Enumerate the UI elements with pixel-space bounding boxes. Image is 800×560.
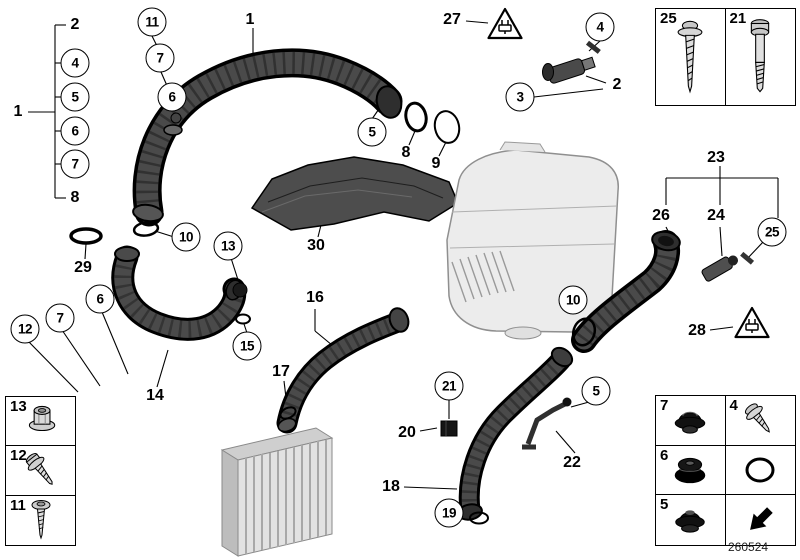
- callout-15-circled[interactable]: 15: [232, 331, 262, 361]
- fastener-legend-bottom-left: 13 12 11: [5, 396, 76, 546]
- callout-29[interactable]: 29: [74, 259, 92, 276]
- callout-6-circled[interactable]: 6: [157, 82, 187, 112]
- torx-screw-icon: [677, 20, 703, 94]
- flange-bolt-icon: [25, 453, 53, 486]
- callout-6-circled[interactable]: 6: [85, 284, 115, 314]
- callout-21-circled[interactable]: 21: [434, 371, 464, 401]
- legend-label: 6: [660, 446, 669, 464]
- callout-14[interactable]: 14: [146, 387, 164, 404]
- direction-arrow-icon: [750, 507, 773, 531]
- legend-label: 4: [729, 397, 738, 414]
- warning-triangle-28-icon: [734, 306, 770, 339]
- shoulder-bolt-icon: [751, 19, 770, 93]
- callout-13-circled[interactable]: 13: [213, 231, 243, 261]
- legend-cell-direction[interactable]: [726, 495, 796, 545]
- intake-hose-right-drawing: [571, 230, 755, 353]
- warning-triangle-27-icon: [487, 7, 523, 40]
- callout-5-circled[interactable]: 5: [357, 117, 387, 147]
- legend-cell-11[interactable]: 11: [6, 496, 75, 545]
- charge-hose-lower-drawing: [440, 346, 574, 525]
- callout-24[interactable]: 24: [707, 207, 725, 224]
- callout-23[interactable]: 23: [707, 149, 725, 166]
- callout-17[interactable]: 17: [272, 363, 290, 380]
- callout-3-circled[interactable]: 3: [505, 82, 535, 112]
- fastener-legend-top-right: 25 21: [655, 8, 796, 106]
- small-screw-icon: [745, 403, 771, 434]
- callout-5-circled[interactable]: 5: [581, 376, 611, 406]
- callout-1[interactable]: 1: [245, 11, 255, 28]
- callout-28[interactable]: 28: [688, 322, 706, 339]
- callout-2[interactable]: 2: [70, 16, 80, 33]
- o-ring-icon: [745, 457, 775, 483]
- callout-16[interactable]: 16: [306, 289, 324, 306]
- callout-19-circled[interactable]: 19: [434, 498, 464, 528]
- callout-26[interactable]: 26: [652, 207, 670, 224]
- callout-8[interactable]: 8: [401, 144, 411, 161]
- callout-5-circled[interactable]: 5: [60, 82, 90, 112]
- legend-cell-6[interactable]: 6: [656, 445, 726, 496]
- legend-cell-13[interactable]: 13: [6, 397, 75, 447]
- legend-label: 12: [10, 447, 27, 465]
- intercooler-drawing: [220, 427, 334, 557]
- flange-nut-icon: [28, 406, 55, 432]
- callout-12-circled[interactable]: 12: [10, 314, 40, 344]
- pan-screw-icon: [31, 500, 50, 540]
- legend-label: 21: [729, 10, 747, 27]
- callout-7-circled[interactable]: 7: [145, 43, 175, 73]
- legend-cell-21[interactable]: 21: [726, 9, 796, 105]
- legend-label: 13: [10, 398, 27, 415]
- callout-22[interactable]: 22: [563, 454, 581, 471]
- callout-7-circled[interactable]: 7: [45, 303, 75, 333]
- legend-cell-25[interactable]: 25: [656, 9, 726, 105]
- callout-8[interactable]: 8: [70, 189, 80, 206]
- rubber-mount-icon: [674, 457, 706, 484]
- legend-label: 25: [660, 10, 677, 27]
- callout-4-circled[interactable]: 4: [60, 48, 90, 78]
- legend-label: 5: [660, 496, 669, 514]
- callout-1[interactable]: 1: [13, 103, 23, 120]
- callout-30[interactable]: 30: [307, 237, 325, 254]
- callout-10-circled[interactable]: 10: [171, 222, 201, 252]
- callout-4-circled[interactable]: 4: [585, 12, 615, 42]
- callout-2[interactable]: 2: [612, 76, 622, 93]
- callout-10-circled[interactable]: 10: [558, 285, 588, 315]
- callout-11-circled[interactable]: 11: [137, 7, 167, 37]
- legend-cell-7[interactable]: 7: [656, 396, 726, 446]
- intake-duct-drawing: [132, 48, 403, 227]
- acoustic-cover-drawing: [250, 156, 459, 231]
- callout-9[interactable]: 9: [431, 155, 441, 172]
- callout-7-circled[interactable]: 7: [60, 149, 90, 179]
- legend-cell-o-ring[interactable]: [725, 446, 795, 496]
- callout-20[interactable]: 20: [398, 424, 416, 441]
- callout-18[interactable]: 18: [382, 478, 400, 495]
- legend-label: 11: [10, 496, 26, 514]
- callout-27[interactable]: 27: [443, 11, 461, 28]
- hose-clamp-drawing: [404, 101, 461, 144]
- legend-cell-5[interactable]: 5: [656, 495, 726, 545]
- charge-pipe-drawing: [276, 307, 410, 434]
- air-mass-sensor-drawing: [542, 40, 601, 84]
- holder-bracket-drawing: [522, 397, 572, 450]
- legend-label: 7: [660, 397, 669, 414]
- grommet-icon: [674, 412, 706, 435]
- pressure-hose-left-drawing: [69, 221, 251, 341]
- callout-25-circled[interactable]: 25: [757, 217, 787, 247]
- legend-cell-12[interactable]: 12: [6, 446, 75, 496]
- callout-6-circled[interactable]: 6: [60, 116, 90, 146]
- fastener-legend-bottom-right: 7 4 6: [655, 395, 796, 546]
- diagram-number: 260524: [728, 540, 769, 554]
- grommet-plug-icon: [675, 510, 705, 533]
- legend-cell-4[interactable]: 4: [725, 396, 795, 446]
